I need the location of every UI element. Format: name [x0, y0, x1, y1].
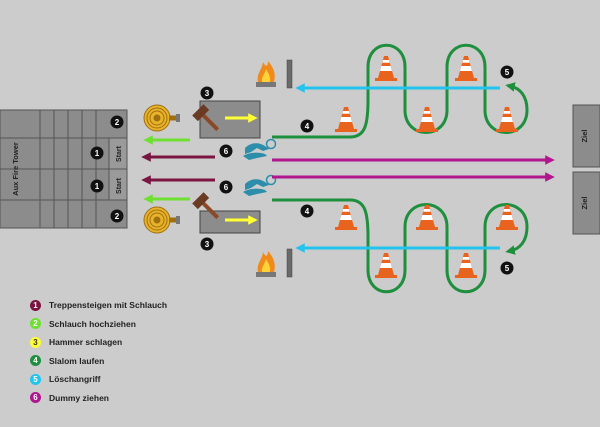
legend-number-badge: 3 [30, 336, 41, 348]
legend-label: Treppensteigen mit Schlauch [49, 300, 168, 311]
badge-1-top: 1 [90, 146, 104, 160]
legend-label: Hammer schlagen [49, 337, 123, 348]
legend-label: Dummy ziehen [49, 392, 109, 403]
legend-number-badge: 1 [30, 299, 41, 311]
dummy-icon [242, 138, 277, 161]
badge-6-bottom: 6 [219, 180, 233, 194]
dummy-icon [242, 174, 277, 197]
cone-icon [416, 107, 438, 132]
start-label-top: Start [116, 145, 123, 162]
svg-text:2: 2 [115, 118, 120, 127]
badge-4-bottom: 4 [300, 204, 314, 218]
badge-6-top: 6 [219, 144, 233, 158]
legend-item: 1 Treppensteigen mit Schlauch [30, 296, 167, 315]
legend-item: 3 Hammer schlagen [30, 333, 167, 352]
badge-1-bottom: 1 [90, 179, 104, 193]
legend: 1 Treppensteigen mit Schlauch 2 Schlauch… [30, 296, 167, 407]
hose-reel-icon [143, 104, 181, 132]
svg-text:4: 4 [305, 122, 310, 131]
badge-5-top: 5 [500, 65, 514, 79]
hose-reel-icon [143, 206, 181, 234]
legend-item: 4 Slalom laufen [30, 352, 167, 371]
svg-text:5: 5 [505, 68, 510, 77]
badge-5-bottom: 5 [500, 261, 514, 275]
slalom-path-top [272, 43, 529, 139]
svg-text:6: 6 [224, 183, 229, 192]
cone-icon [375, 56, 397, 81]
legend-item: 5 Löschangriff [30, 370, 167, 389]
fire-icon [256, 251, 276, 277]
cone-icon [375, 253, 397, 278]
legend-item: 2 Schlauch hochziehen [30, 315, 167, 334]
svg-text:1: 1 [95, 149, 100, 158]
badge-2-bottom: 2 [110, 209, 124, 223]
svg-text:6: 6 [224, 147, 229, 156]
fire-icon [256, 61, 276, 87]
badge-3-top: 3 [200, 86, 214, 100]
fire-target-wall [286, 59, 293, 89]
start-label-bottom: Start [116, 177, 123, 194]
legend-item: 6 Dummy ziehen [30, 389, 167, 408]
svg-text:3: 3 [205, 89, 210, 98]
badge-2-top: 2 [110, 115, 124, 129]
goal-label-bottom: Ziel [580, 197, 589, 210]
badge-3-bottom: 3 [200, 237, 214, 251]
svg-text:5: 5 [505, 264, 510, 273]
fire-target-wall [286, 248, 293, 278]
legend-number-badge: 6 [30, 392, 41, 404]
tower-label: Aux Fire Tower [11, 142, 20, 196]
fire-tower [0, 109, 128, 229]
cone-icon [455, 253, 477, 278]
hammer-station-bottom [199, 210, 261, 234]
cone-icon [416, 205, 438, 230]
cone-icon [496, 205, 518, 230]
badge-4-top: 4 [300, 119, 314, 133]
cone-icon [455, 56, 477, 81]
svg-text:4: 4 [305, 207, 310, 216]
cone-icon [335, 107, 357, 132]
svg-text:1: 1 [95, 182, 100, 191]
goal-block-bottom [572, 171, 600, 235]
goal-block-top [572, 104, 600, 168]
cone-icon [496, 107, 518, 132]
legend-label: Schlauch hochziehen [49, 318, 136, 329]
legend-number-badge: 5 [30, 373, 41, 385]
legend-label: Löschangriff [49, 374, 101, 385]
legend-number-badge: 2 [30, 318, 41, 330]
goal-label-top: Ziel [580, 130, 589, 143]
legend-number-badge: 4 [30, 355, 41, 367]
legend-label: Slalom laufen [49, 355, 105, 366]
svg-text:3: 3 [205, 240, 210, 249]
svg-text:2: 2 [115, 212, 120, 221]
cone-icon [335, 205, 357, 230]
slalom-path-bottom [272, 198, 529, 294]
